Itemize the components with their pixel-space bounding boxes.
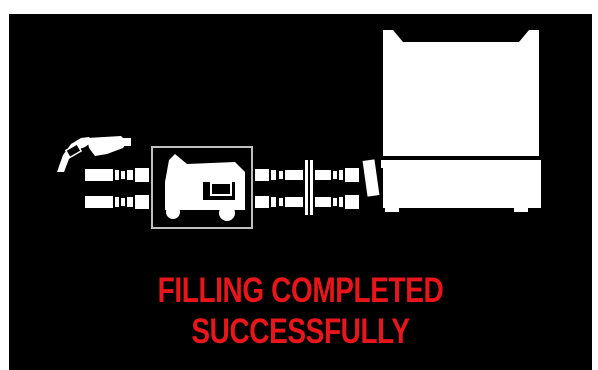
status-message-line-2: SUCCESSFULLY: [191, 312, 410, 351]
coolant-filler-unit-icon: [151, 146, 253, 229]
connector-icon: [85, 195, 149, 209]
quick-coupling-icon: [255, 188, 359, 215]
connector-icon: [85, 168, 149, 182]
welding-torch-icon: [57, 136, 131, 172]
status-message-line-1: FILLING COMPLETED: [157, 271, 444, 310]
display-screen: FILLING COMPLETED SUCCESSFULLY: [9, 14, 592, 370]
quick-coupling-icon: [255, 160, 359, 188]
filling-diagram: [57, 30, 541, 229]
welding-power-source-icon: [362, 30, 541, 212]
